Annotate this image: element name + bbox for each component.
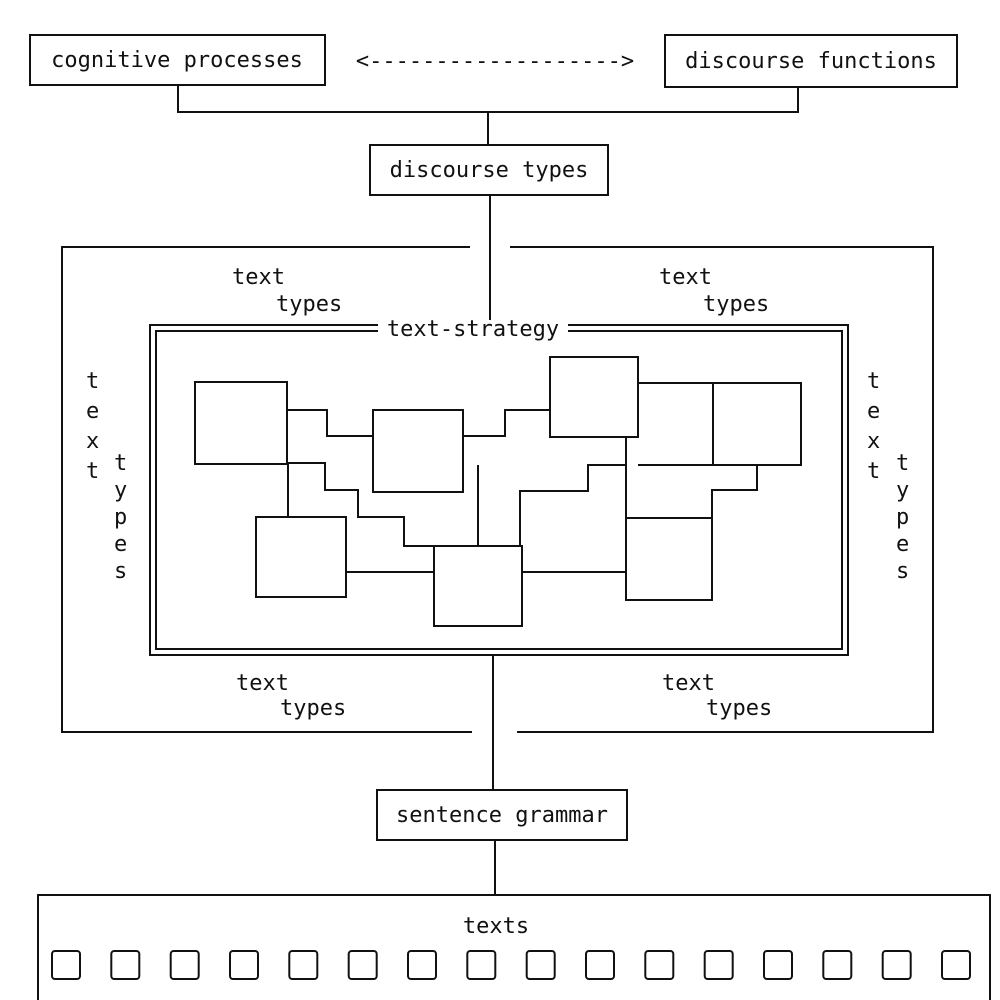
strategy-network-connectors (287, 382, 758, 600)
sentence-grammar-box (376, 789, 628, 841)
strategy-network-boxes (194, 356, 802, 627)
text-item-square (585, 950, 615, 980)
cognitive-processes-box (29, 34, 326, 86)
strategy-box (625, 517, 713, 601)
text-types-top-left-word2: types (276, 292, 342, 317)
text-types-top-left-word1: text (232, 265, 285, 290)
top-connector (177, 85, 799, 113)
text-item-square (881, 950, 912, 980)
text-types-top-right-word2: types (703, 292, 769, 317)
text-item-square (288, 950, 319, 980)
text-types-bottom-left-word2: types (280, 696, 346, 721)
text-types-bottom-right-word2: types (706, 696, 772, 721)
text-item-square (229, 950, 259, 980)
discourse-functions-box (664, 34, 958, 88)
strategy-box (433, 545, 523, 627)
text-types-frame-right (510, 246, 934, 733)
texts-frame (37, 894, 991, 1000)
text-item-square (347, 950, 378, 980)
text-item-square (941, 950, 971, 980)
text-strategy-label-gap (378, 320, 568, 336)
text-item-square (644, 950, 675, 980)
sentence-grammar-label: sentence grammar (396, 803, 608, 828)
strategy-box (194, 381, 288, 465)
text-item-square (466, 950, 497, 980)
text-types-frame-left (61, 246, 472, 733)
strategy-box (712, 382, 802, 466)
text-strategy-label: text-strategy (387, 317, 559, 342)
text-item-square (169, 950, 200, 980)
text-item-square (110, 950, 141, 980)
text-types-bottom-right-word1: text (662, 671, 715, 696)
text-item-square (525, 950, 556, 980)
text-types-top-right-word1: text (659, 265, 712, 290)
text-item-square (703, 950, 734, 980)
bidirectional-arrow: <-------------------> (356, 49, 634, 74)
strategy-box (372, 409, 464, 493)
discourse-types-label: discourse types (390, 158, 589, 183)
discourse-functions-label: discourse functions (685, 49, 937, 74)
text-item-square (407, 950, 437, 980)
strategy-box (255, 516, 347, 598)
texts-label: texts (463, 914, 529, 939)
text-item-square (763, 950, 793, 980)
text-squares (51, 950, 971, 980)
text-item-square (822, 950, 853, 980)
cognitive-processes-label: cognitive processes (51, 48, 303, 73)
strategy-box (549, 356, 639, 438)
text-item-square (51, 950, 81, 980)
text-types-bottom-left-word1: text (236, 671, 289, 696)
